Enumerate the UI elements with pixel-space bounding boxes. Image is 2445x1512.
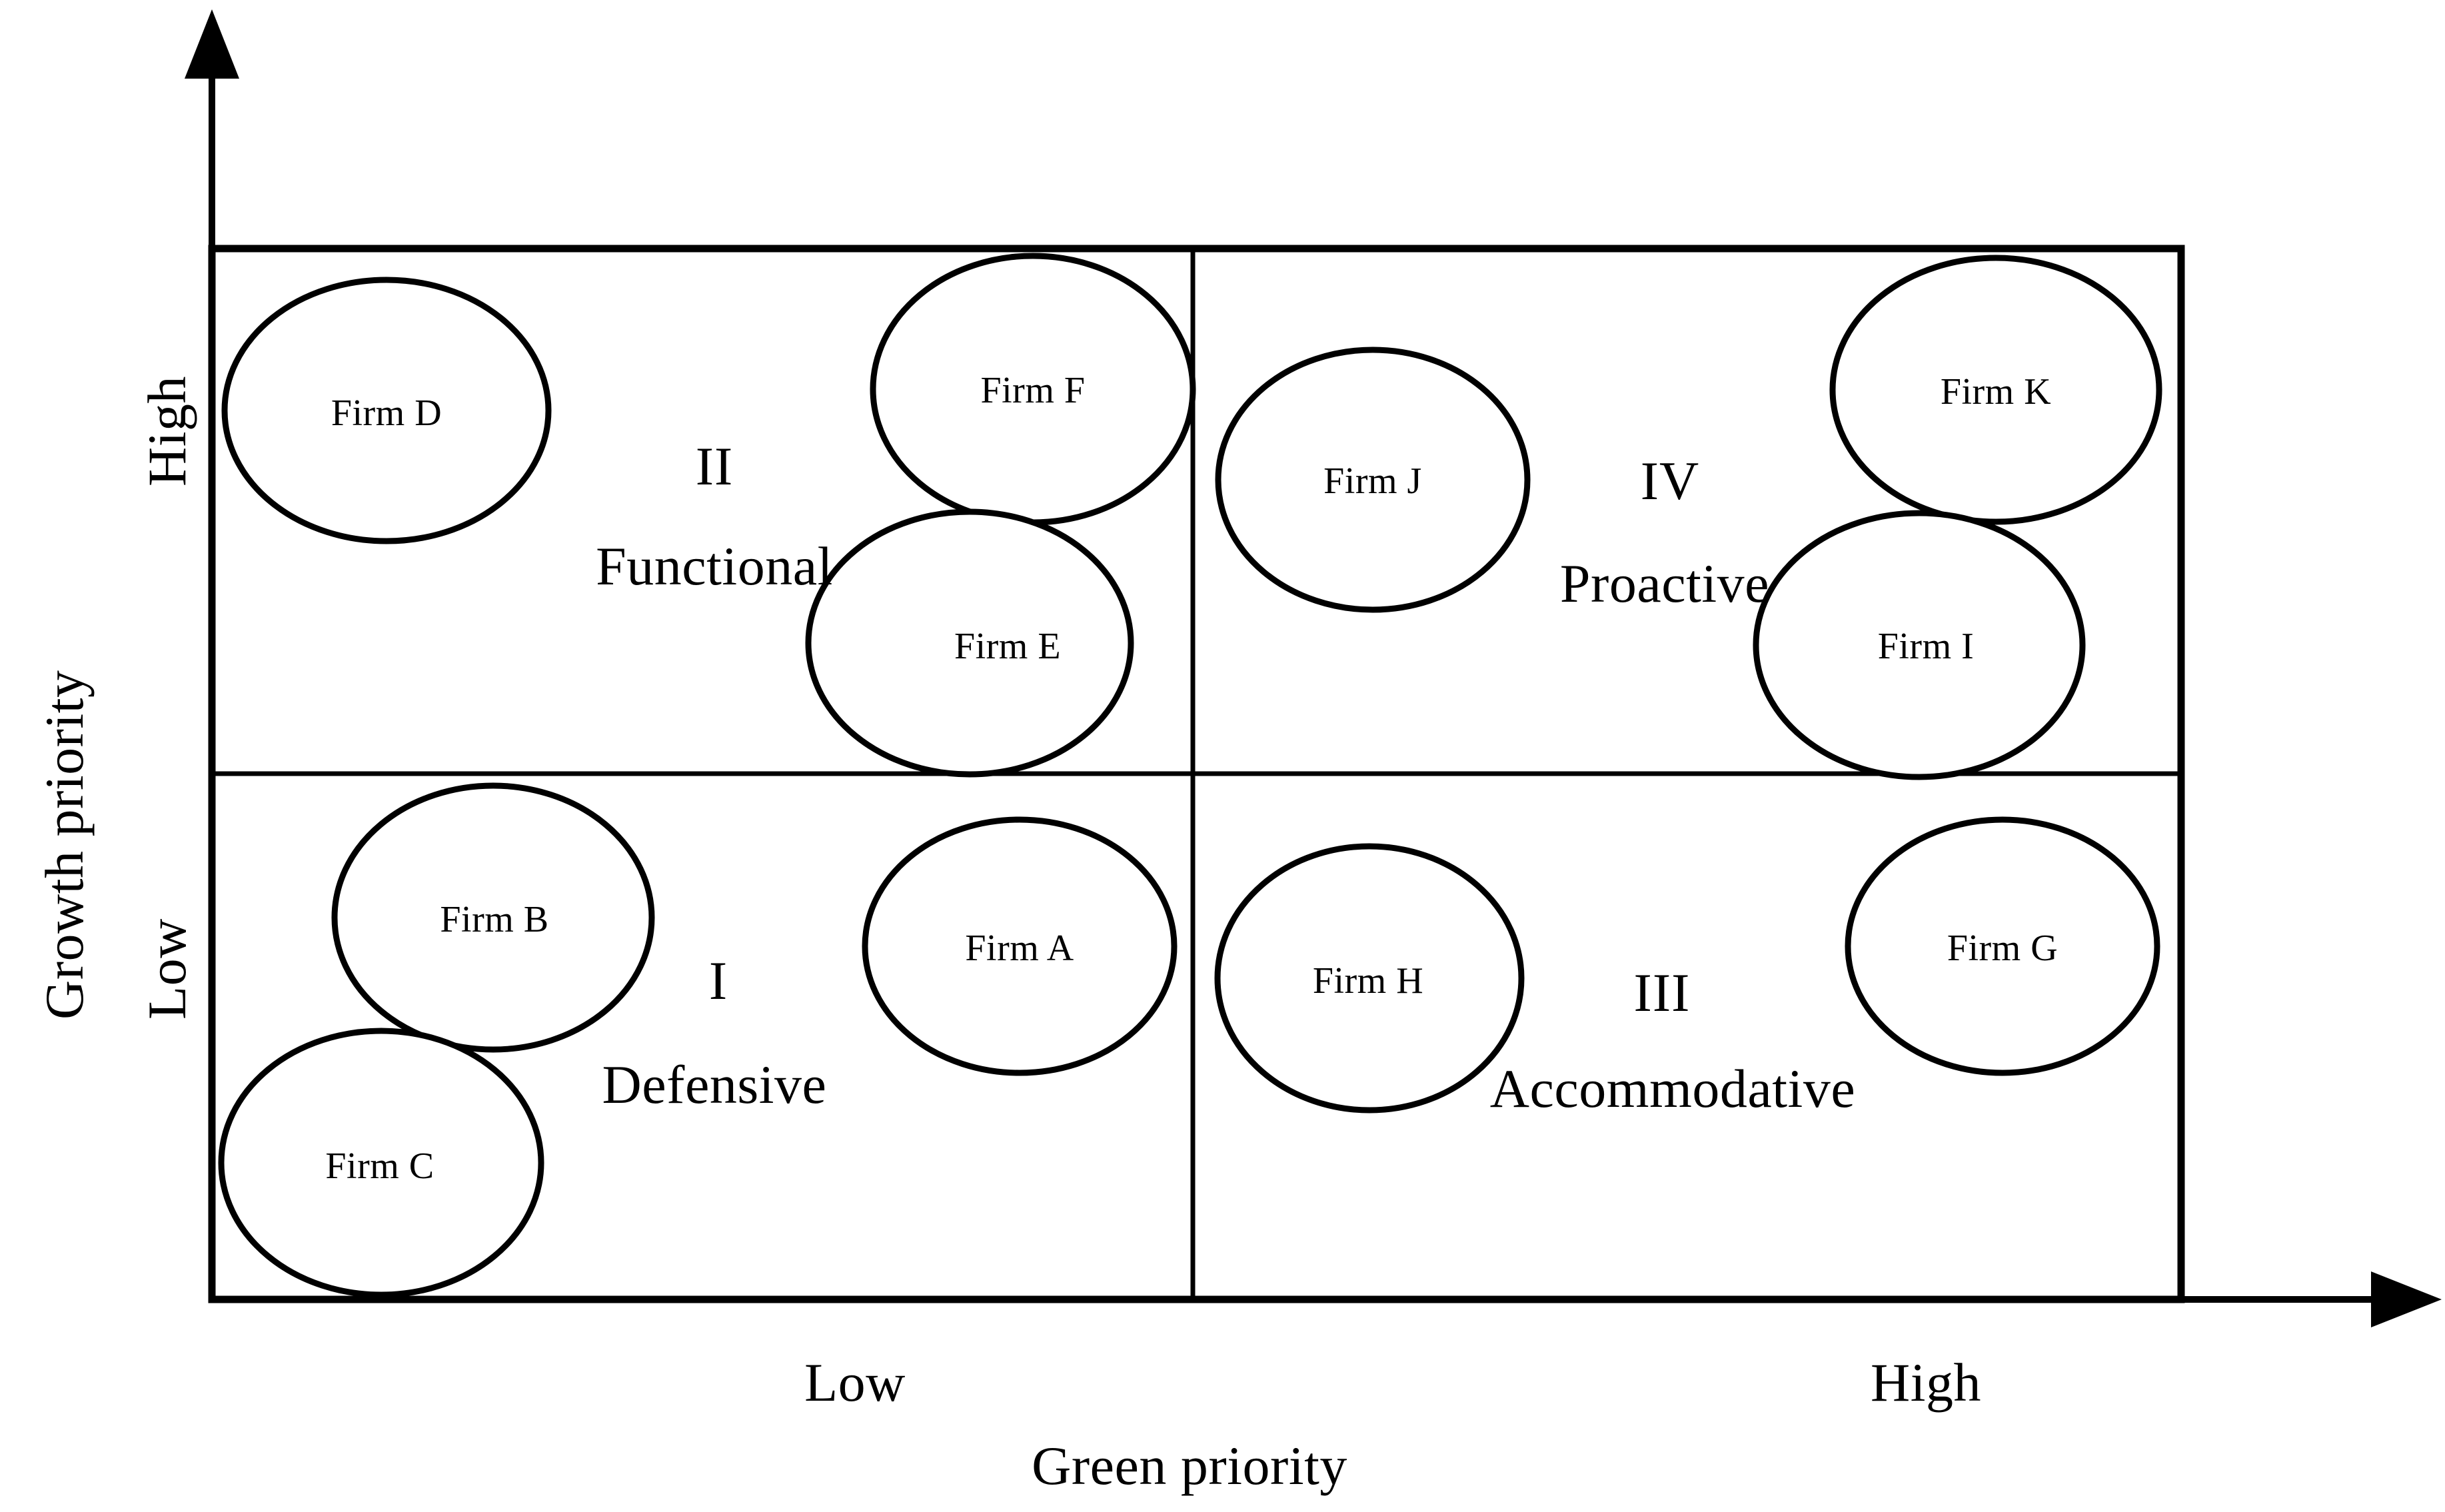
firm-bubble-d[interactable]: [221, 277, 552, 544]
firm-bubble-j[interactable]: [1215, 347, 1531, 613]
firm-bubble-i[interactable]: [1753, 510, 2086, 780]
y-axis-tick-high: High: [137, 376, 197, 486]
quadrant-3-roman: III: [1633, 962, 1691, 1023]
firm-label-b: Firm B: [440, 899, 549, 940]
y-axis-title: Growth priority: [34, 670, 95, 1020]
firm-label-a: Firm A: [965, 928, 1074, 969]
firm-bubble-h[interactable]: [1214, 843, 1525, 1114]
y-axis-tick-low: Low: [137, 918, 197, 1020]
firm-label-c: Firm C: [325, 1145, 434, 1187]
quadrant-1-roman: I: [708, 950, 728, 1011]
quadrant-4-roman: IV: [1640, 450, 1700, 511]
firm-label-f: Firm F: [980, 370, 1086, 411]
y-axis-arrow-icon: [185, 9, 239, 79]
firm-label-j: Firm J: [1323, 460, 1422, 502]
x-axis-arrow-icon: [2371, 1271, 2442, 1327]
x-axis-title: Green priority: [1032, 1435, 1347, 1496]
quadrant-2-roman: II: [695, 436, 734, 496]
quadrant-3-name: Accommodative: [1489, 1058, 1856, 1119]
firm-bubble-e[interactable]: [805, 508, 1134, 778]
x-axis-tick-high: High: [1871, 1352, 1981, 1413]
quadrant-2-name: Functional: [596, 536, 833, 596]
firm-label-k: Firm K: [1940, 371, 2052, 412]
quadrant-1-name: Defensive: [602, 1054, 827, 1115]
firm-label-i: Firm I: [1877, 626, 1975, 667]
firm-bubble-k[interactable]: [1829, 255, 2162, 525]
quadrant-4-name: Proactive: [1559, 553, 1770, 614]
x-axis-tick-low: Low: [804, 1352, 906, 1413]
firm-label-e: Firm E: [954, 626, 1062, 667]
firm-label-h: Firm H: [1312, 960, 1424, 1002]
firm-bubble-g[interactable]: [1845, 816, 2160, 1076]
firm-bubble-c[interactable]: [218, 1028, 544, 1298]
firm-bubble-b[interactable]: [331, 782, 655, 1053]
firm-label-g: Firm G: [1947, 928, 2058, 969]
firm-bubble-a[interactable]: [862, 816, 1178, 1076]
firm-label-d: Firm D: [331, 392, 442, 434]
